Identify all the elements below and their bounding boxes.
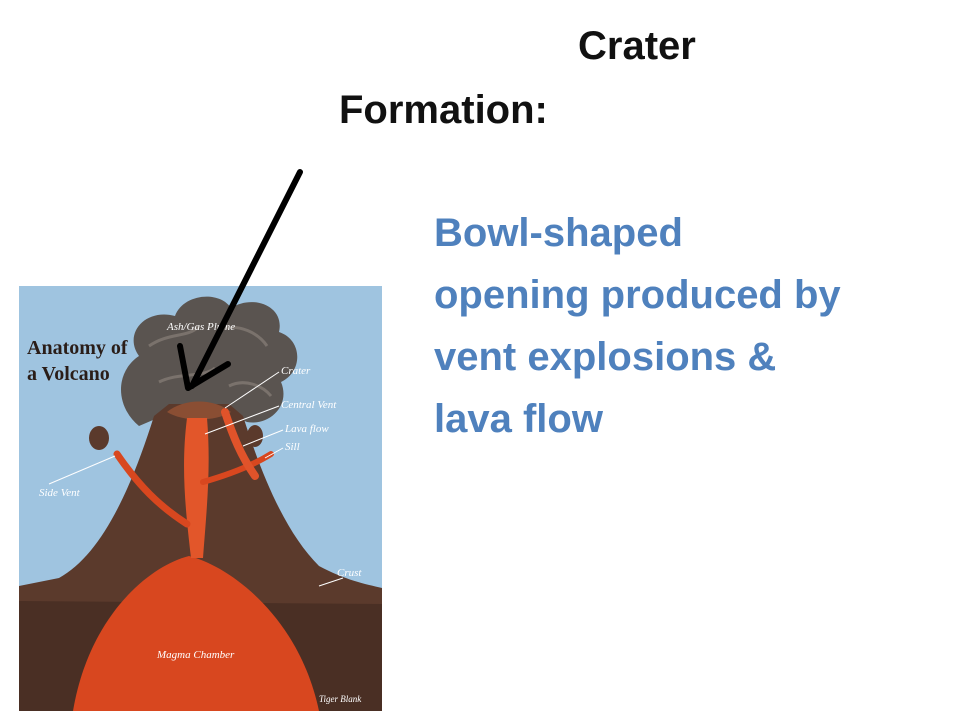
- ash-texture: [148, 324, 273, 398]
- volcanic-bomb-right: [247, 425, 263, 447]
- description-line-3: vent explosions &: [434, 335, 777, 379]
- ash-plume: [121, 296, 298, 426]
- label-crust: Crust: [337, 567, 362, 579]
- side-vent-conduit: [113, 450, 191, 528]
- label-crater: Crater: [281, 365, 311, 377]
- arrow-head-icon: [177, 343, 231, 391]
- label-sill: Sill: [285, 441, 300, 453]
- description-line-4: lava flow: [434, 397, 603, 441]
- label-lava-flow: Lava flow: [284, 423, 329, 435]
- arrow-shaft: [189, 169, 303, 389]
- volcano-anatomy-diagram: Anatomy of a Volcano Ash/Gas Plume Crate…: [19, 286, 382, 711]
- lava-flow-stream: [221, 408, 259, 480]
- description-line-2: opening produced by: [434, 273, 841, 317]
- diagram-heading-line-1: Anatomy of: [27, 337, 128, 359]
- label-magma-chamber: Magma Chamber: [156, 649, 235, 661]
- slide-title-line-1: Crater: [578, 24, 696, 68]
- label-credit: Tiger Blank: [319, 694, 362, 704]
- label-central-vent: Central Vent: [281, 399, 337, 411]
- slide-title-line-2: Formation:: [339, 88, 548, 132]
- label-leader-lines: [48, 371, 344, 587]
- diagram-heading-line-2: a Volcano: [27, 363, 110, 385]
- crater-description: Bowl-shaped opening produced by vent exp…: [434, 202, 934, 450]
- description-line-1: Bowl-shaped: [434, 211, 683, 255]
- crater-rim: [167, 401, 231, 420]
- volcanic-bomb-left: [89, 426, 109, 450]
- label-side-vent: Side Vent: [39, 487, 81, 499]
- magma-chamber: [73, 556, 319, 711]
